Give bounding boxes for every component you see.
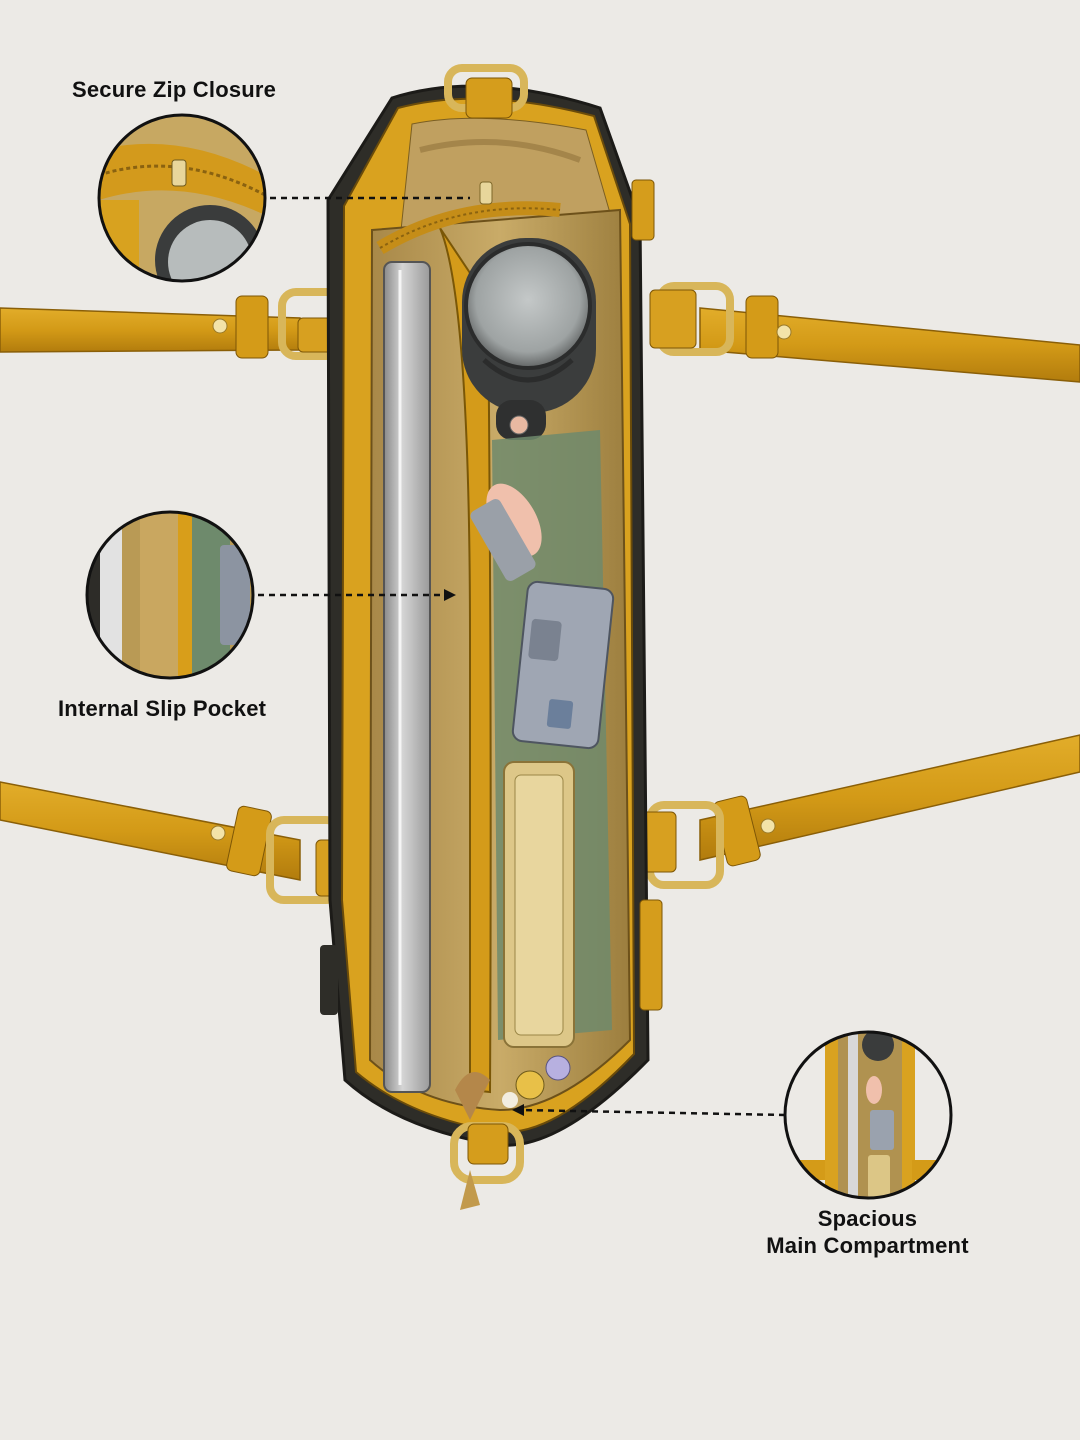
slip-pocket-detail-icon <box>85 510 255 680</box>
water-bottle <box>462 238 596 440</box>
zip-closure-label: Secure Zip Closure <box>72 77 277 102</box>
laptop <box>383 261 431 1093</box>
main-compartment-label-line1: Spacious <box>817 1206 918 1231</box>
main-compartment-label: Spacious Main Compartment <box>745 1205 990 1259</box>
handle-straps <box>0 282 1080 904</box>
slip-pocket-label: Internal Slip Pocket <box>58 696 267 721</box>
zip-closure-detail-icon <box>97 113 267 283</box>
main-compartment-label-line2: Main Compartment <box>766 1233 969 1258</box>
inner-items <box>455 430 615 1120</box>
leader-lines <box>258 196 786 1117</box>
bag-hardware <box>320 64 663 1210</box>
main-compartment-detail-icon <box>783 1030 953 1200</box>
